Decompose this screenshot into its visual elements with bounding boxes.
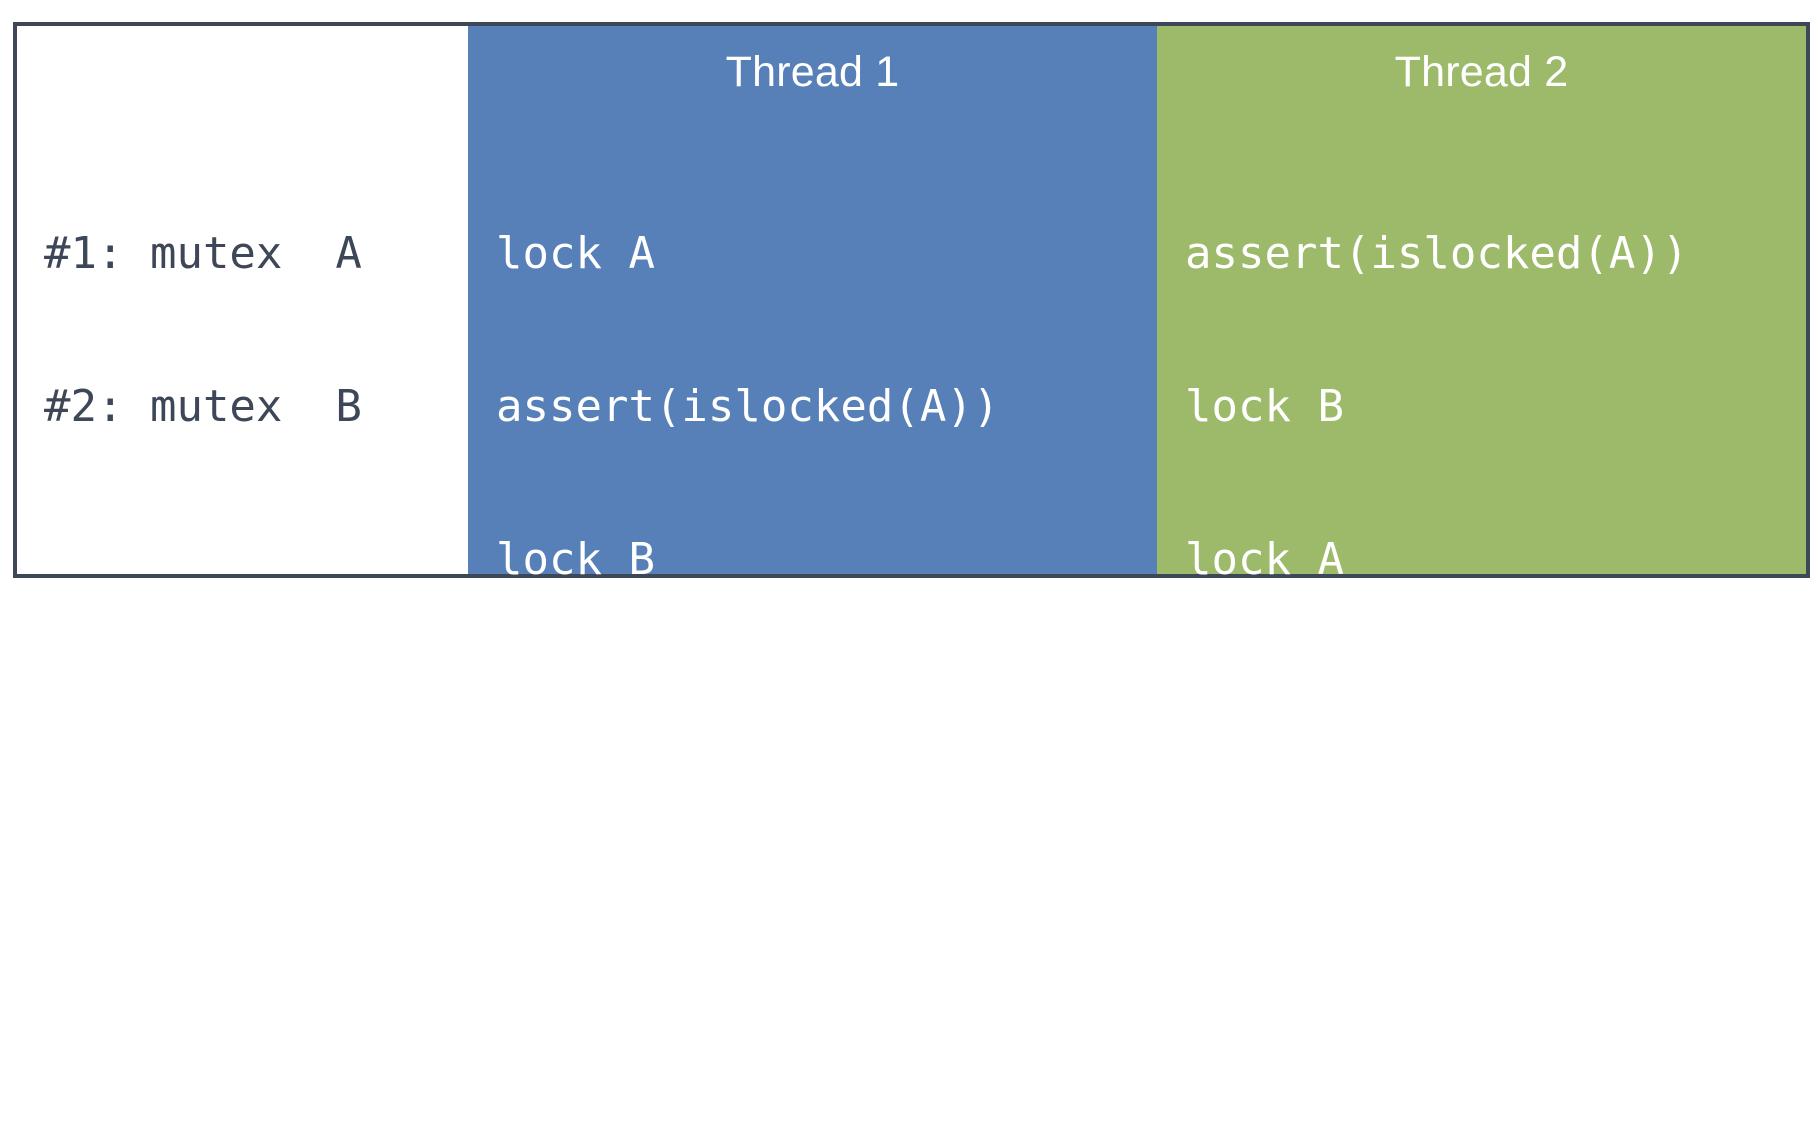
thread2-column: Thread 2 assert(islocked(A)) lock B lock… — [1157, 26, 1806, 1044]
code-line: lock B — [1185, 381, 1344, 432]
declarations-column: #1: mutex A #2: mutex B — [17, 26, 468, 574]
code-line: #2: mutex B — [44, 381, 362, 432]
diagram-canvas: #1: mutex A #2: mutex B Thread 1 lock A … — [13, 22, 1810, 1044]
code-line: lock A — [1185, 534, 1344, 585]
code-line: unlock B — [496, 840, 708, 891]
code-line: unlock B — [1185, 993, 1397, 1044]
thread2-column-header: Thread 2 — [1394, 47, 1569, 96]
code-line: // do something — [496, 687, 894, 738]
thread2-code-block: assert(islocked(A)) lock B lock A // do … — [1157, 118, 1806, 1146]
code-line: lock A — [496, 228, 655, 279]
code-line: assert(islocked(A)) — [1185, 228, 1689, 279]
thread-comparison-table: #1: mutex A #2: mutex B Thread 1 lock A … — [13, 22, 1810, 1044]
code-line: unlock A — [1185, 840, 1397, 891]
code-line: unlock A — [496, 993, 708, 1044]
thread1-code-block: lock A assert(islocked(A)) lock B // do … — [468, 118, 1157, 1146]
declarations-code-block: #1: mutex A #2: mutex B — [17, 118, 468, 574]
thread1-column: Thread 1 lock A assert(islocked(A)) lock… — [468, 26, 1157, 1044]
declarations-column-header — [17, 26, 468, 118]
code-line: assert(islocked(A)) — [496, 381, 1000, 432]
code-line: // do something — [1185, 687, 1583, 738]
code-line: #1: mutex A — [44, 228, 362, 279]
code-line: lock B — [496, 534, 655, 585]
thread1-column-header: Thread 1 — [725, 47, 900, 96]
